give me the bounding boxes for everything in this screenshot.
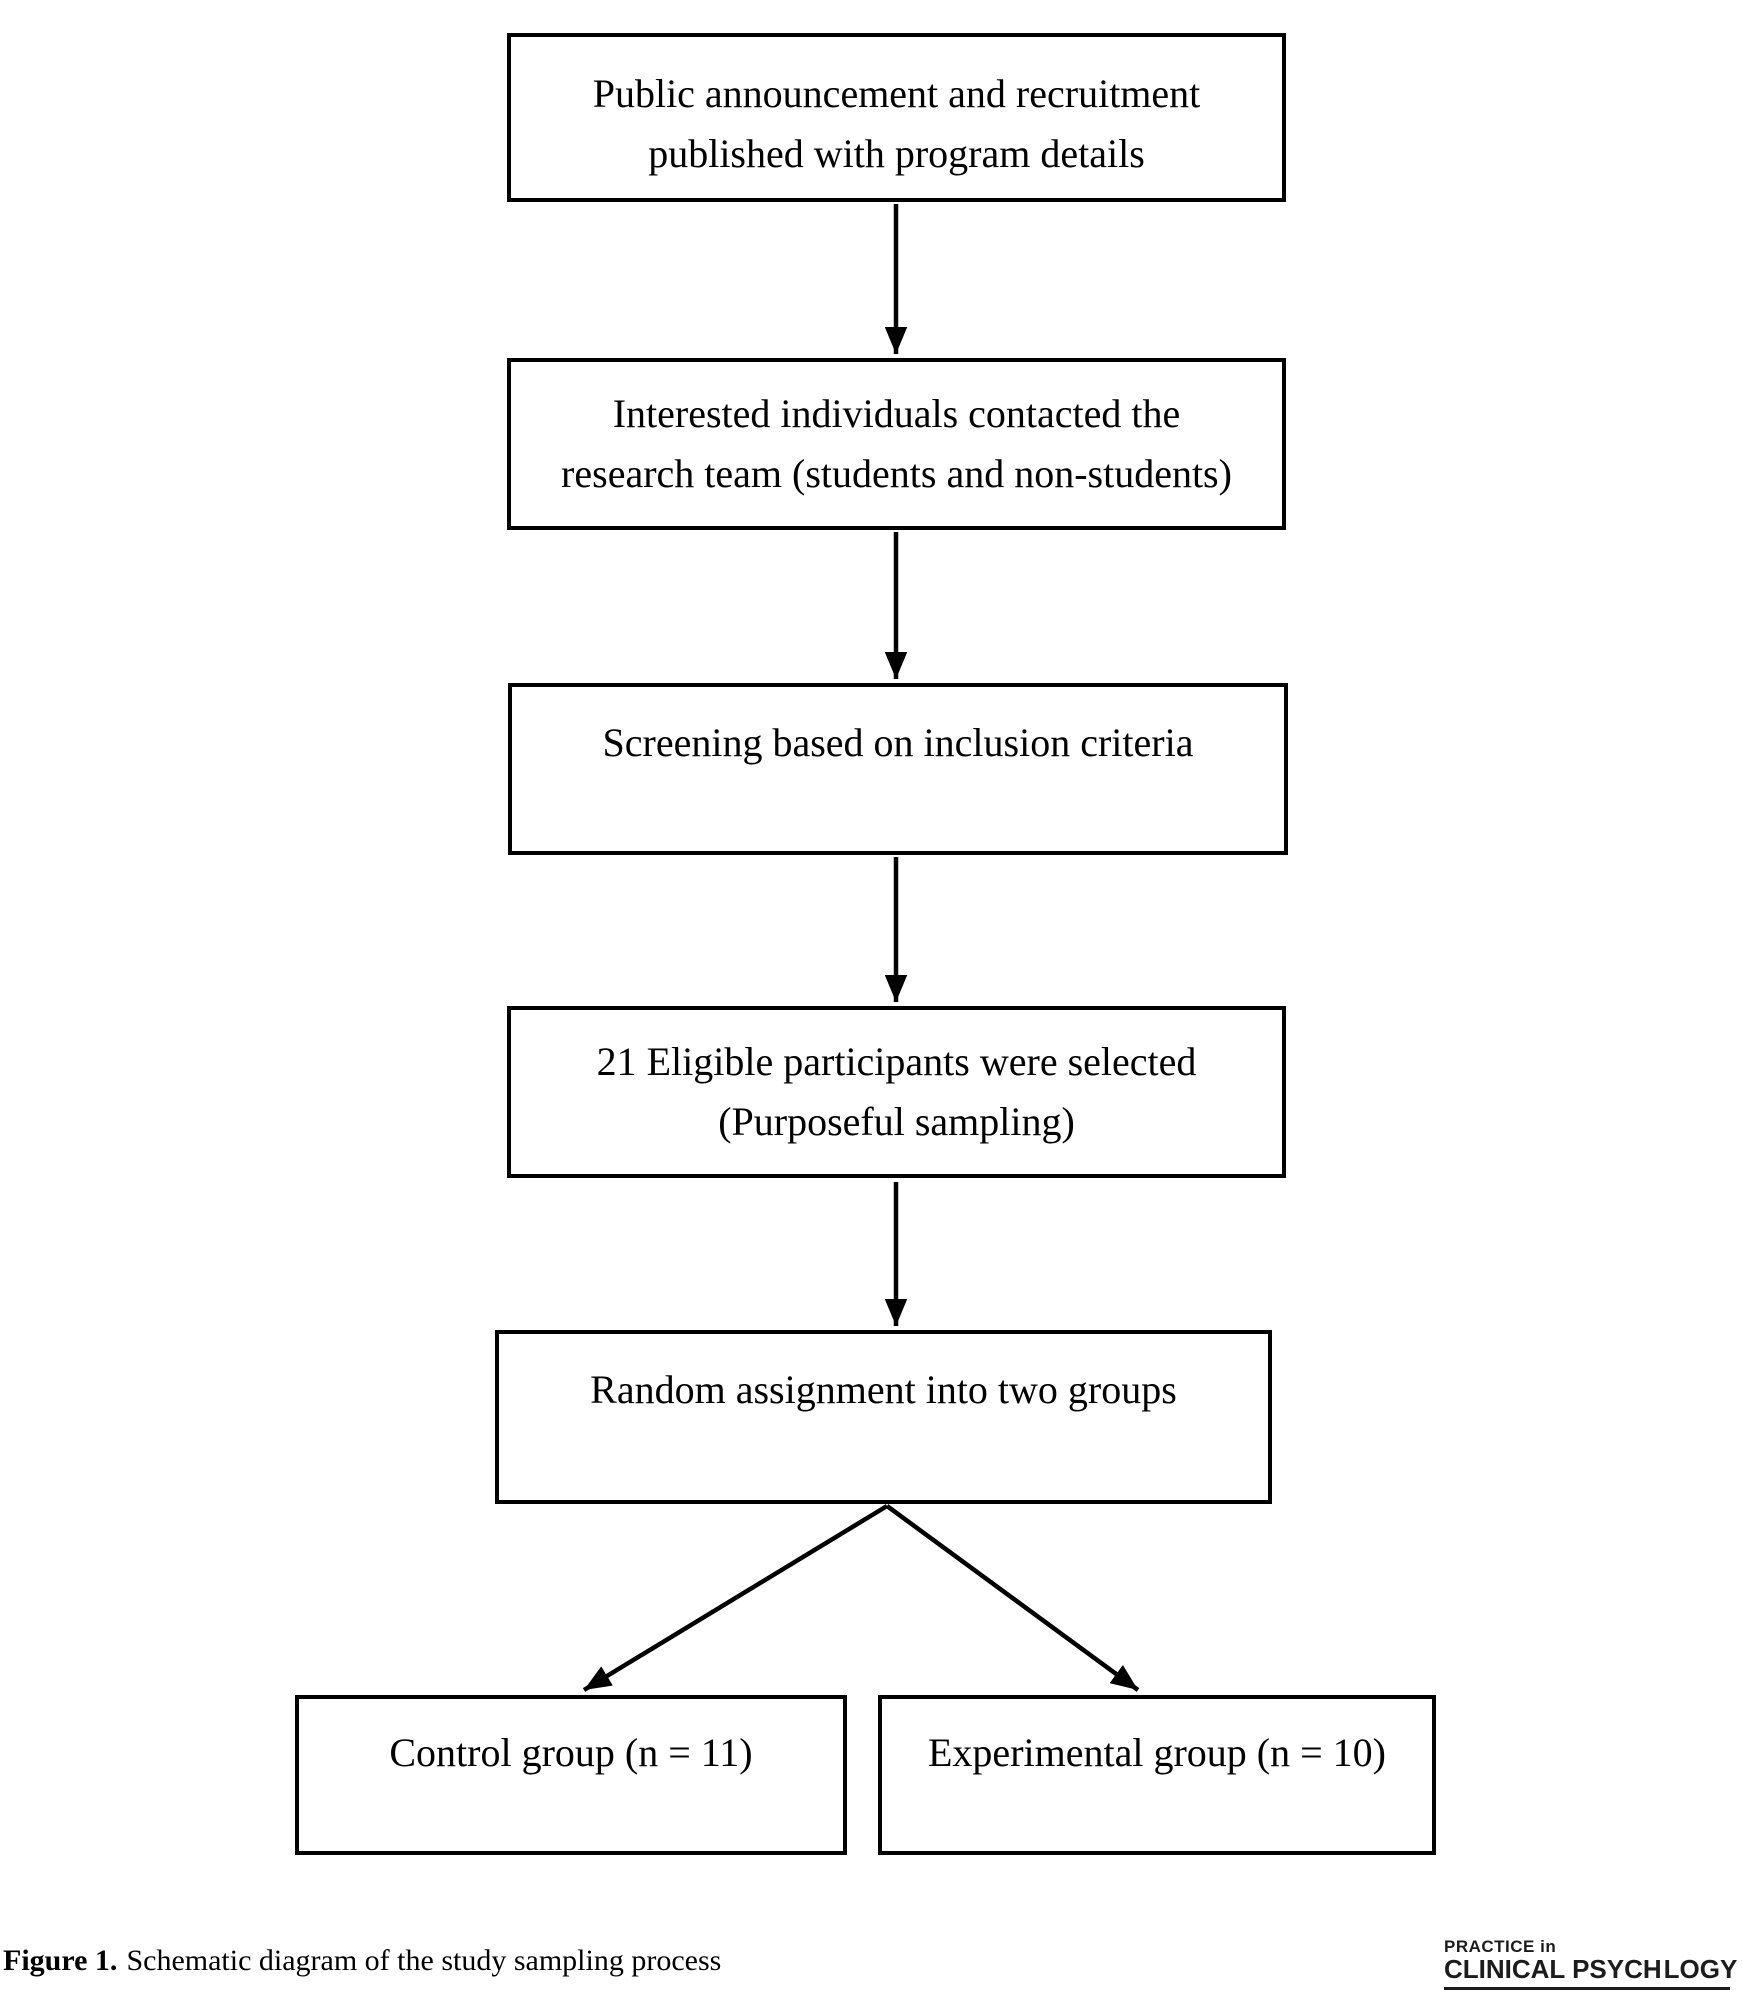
journal-logo-bottom-line: CLINICAL PSYCH LOGY	[1444, 1954, 1737, 1984]
step-box-contact: Interested individuals contacted the res…	[507, 358, 1286, 530]
step-text-line: published with program details	[648, 131, 1145, 176]
step-box-selection: 21 Eligible participants were selected (…	[507, 1006, 1286, 1178]
journal-logo-text-left: CLINICAL PSYCH	[1444, 1954, 1662, 1984]
figure-caption-label: Figure 1.	[3, 1944, 118, 1977]
step-text-line: Random assignment into two groups	[590, 1367, 1177, 1412]
journal-logo-text-right: LOGY	[1663, 1954, 1738, 1984]
journal-logo-top-line: PRACTICE in	[1444, 1937, 1557, 1956]
arrow-to-control-group	[582, 1504, 889, 1692]
step-box-randomization: Random assignment into two groups	[495, 1330, 1272, 1504]
group-box-control: Control group (n = 11)	[295, 1695, 847, 1855]
group-label: Experimental group (n = 10)	[928, 1730, 1386, 1775]
journal-logo: PRACTICE in CLINICAL PSYCH LOGY	[1444, 1937, 1737, 1990]
step-text-line: Interested individuals contacted the	[612, 391, 1181, 436]
step-box-screening: Screening based on inclusion criteria	[508, 683, 1288, 855]
arrow-to-experimental-group	[885, 1504, 1140, 1692]
step-text-line: 21 Eligible participants were selected	[596, 1039, 1197, 1084]
group-label: Control group (n = 11)	[389, 1730, 753, 1775]
step-text-line: Screening based on inclusion criteria	[602, 720, 1194, 765]
figure-caption: Figure 1.Schematic diagram of the study …	[3, 1943, 721, 1979]
step-text-line: Public announcement and recruitment	[592, 71, 1201, 116]
step-text-line: (Purposeful sampling)	[718, 1099, 1075, 1144]
step-text-line: research team (students and non-students…	[561, 451, 1232, 496]
group-box-experimental: Experimental group (n = 10)	[878, 1695, 1436, 1855]
step-box-announcement: Public announcement and recruitment publ…	[507, 33, 1286, 202]
figure-caption-text: Schematic diagram of the study sampling …	[126, 1944, 722, 1977]
